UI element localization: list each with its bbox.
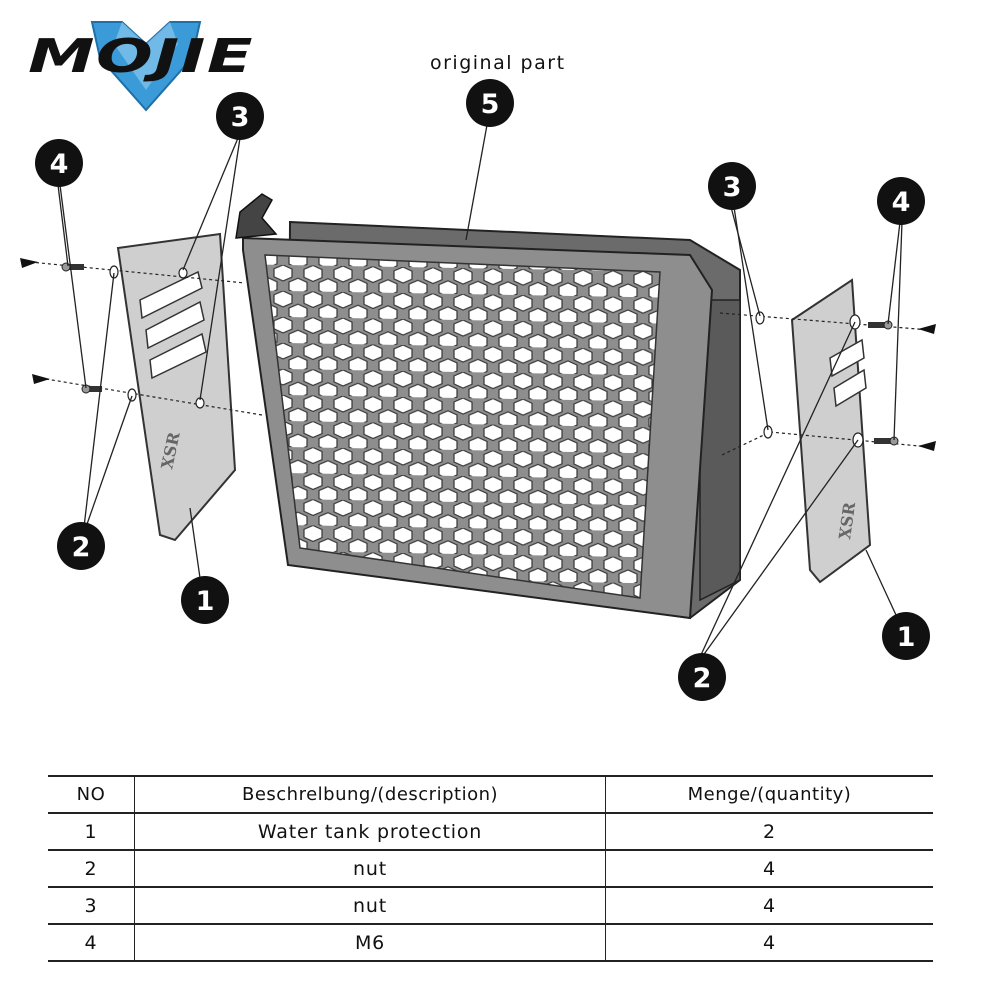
callout-2-right: 2 (678, 653, 726, 701)
row-description: nut (134, 887, 606, 924)
row-quantity: 4 (763, 857, 776, 880)
radiator-original-part (235, 193, 741, 620)
svg-text:3: 3 (723, 172, 742, 203)
row-no: 1 (48, 813, 135, 850)
svg-text:4: 4 (50, 149, 69, 180)
direction-arrows (20, 258, 936, 451)
exploded-assembly-diagram: MOJIE original part XSR XSR (20, 21, 936, 701)
row-quantity: 4 (763, 894, 776, 917)
callout-3-right: 3 (708, 162, 756, 210)
radiator-hex-grille (264, 254, 661, 599)
table-row: 1 Water tank protection 2 (48, 813, 933, 850)
callout-4-left: 4 (35, 139, 83, 187)
row-description: Water tank protection (134, 813, 606, 850)
header-no: NO (48, 776, 135, 813)
svg-text:1: 1 (196, 586, 215, 617)
svg-text:1: 1 (897, 622, 916, 653)
brand-logo: MOJIE (28, 21, 254, 112)
row-quantity: 2 (763, 820, 776, 843)
row-description: nut (134, 850, 606, 887)
original-part-caption: original part (430, 52, 566, 74)
table-row: 4 M6 4 (48, 924, 933, 961)
callout-1-left: 1 (181, 576, 229, 624)
row-no: 2 (48, 850, 135, 887)
svg-text:3: 3 (231, 102, 250, 133)
left-bolts (61, 262, 102, 394)
table-row: 2 nut 4 (48, 850, 933, 887)
callout-3-left: 3 (216, 92, 264, 140)
leader-lines (57, 124, 903, 658)
right-bolts (868, 320, 899, 446)
row-no: 3 (48, 887, 135, 924)
header-quantity: Menge/(quantity) (687, 784, 852, 805)
callout-2-left: 2 (57, 522, 105, 570)
row-quantity: 4 (763, 931, 776, 954)
table-row: 3 nut 4 (48, 887, 933, 924)
table-header-row: NO Beschrelbung/(description) Menge/(qua… (48, 776, 933, 813)
svg-text:4: 4 (892, 187, 911, 218)
header-description: Beschrelbung/(description) (134, 776, 606, 813)
left-washers (109, 265, 205, 409)
right-guard-plate: XSR (790, 278, 872, 584)
svg-text:5: 5 (481, 89, 500, 120)
parts-list-table: NO Beschrelbung/(description) Menge/(qua… (48, 775, 933, 962)
svg-text:2: 2 (72, 532, 91, 563)
logo-text: MOJIE (28, 29, 254, 83)
row-no: 4 (48, 924, 135, 961)
callout-5: 5 (466, 79, 514, 127)
svg-text:2: 2 (693, 663, 712, 694)
callout-1-right: 1 (882, 612, 930, 660)
row-description: M6 (134, 924, 606, 961)
callout-4-right: 4 (877, 177, 925, 225)
left-guard-plate: XSR (116, 232, 237, 542)
right-washers (755, 311, 864, 448)
